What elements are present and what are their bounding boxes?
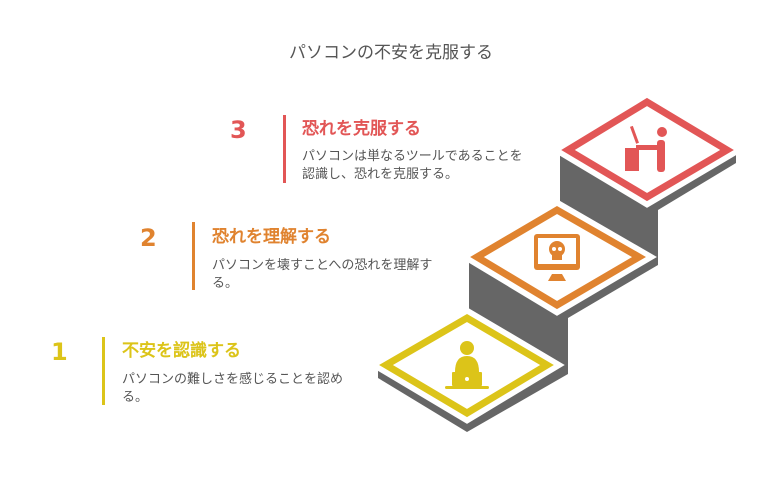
step-2-number: 2: [140, 224, 157, 252]
step-3-title: 恐れを克服する: [302, 119, 421, 139]
step-1-description: パソコンの難しさを感じることを認める。: [122, 372, 344, 405]
step-1-title: 不安を認識する: [122, 341, 241, 361]
step-3-description: パソコンは単なるツールであることを認識し、恐れを克服する。: [302, 149, 523, 182]
step-1-bar: [102, 337, 105, 405]
person-desk-icon: [625, 125, 667, 172]
person-laptop-icon: [445, 341, 489, 389]
monitor-skull-icon: [534, 234, 580, 281]
step-2-description: パソコンを壊すことへの恐れを理解する。: [212, 258, 433, 291]
step-3-bar: [283, 115, 286, 183]
step-3-number: 3: [230, 116, 247, 144]
page-title: パソコンの不安を克服する: [289, 43, 493, 63]
step-1-number: 1: [51, 338, 68, 366]
step-2-bar: [192, 222, 195, 290]
step-2-title: 恐れを理解する: [212, 227, 331, 247]
